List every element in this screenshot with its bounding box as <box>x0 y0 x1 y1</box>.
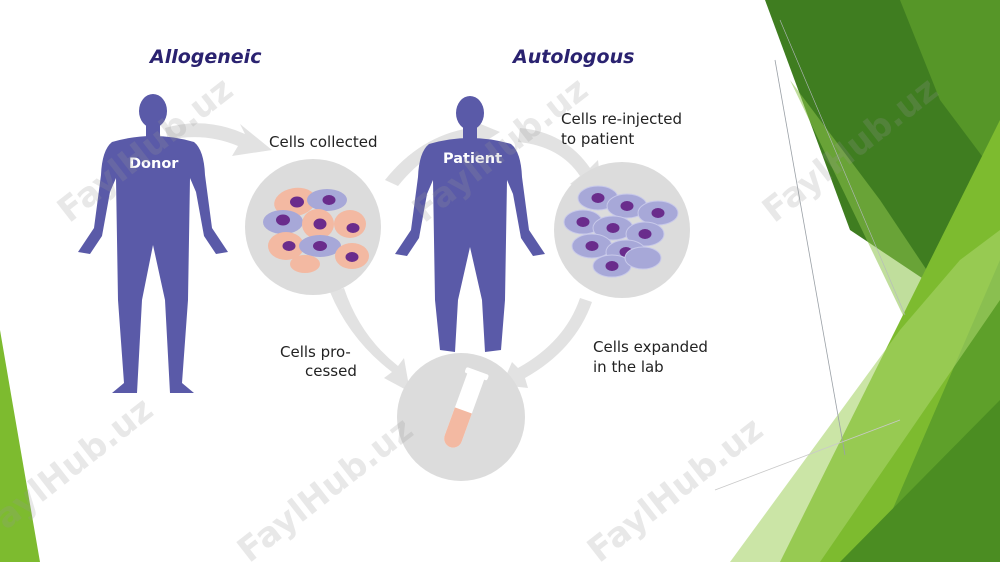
cells-collected-label: Cells collected <box>269 133 378 151</box>
cells-processed-label-line2: cessed <box>305 362 357 380</box>
green-decoration-left <box>0 330 40 562</box>
cells-processed-label-line1: Cells pro- <box>280 343 351 361</box>
collected-cells <box>263 187 369 273</box>
donor-figure-icon <box>78 94 228 393</box>
cells-expanded-label-line2: in the lab <box>593 358 664 376</box>
decor-line <box>714 419 901 491</box>
green-decoration-right <box>730 0 1000 562</box>
allogeneic-heading: Allogeneic <box>150 46 262 68</box>
test-tube-icon <box>444 367 489 448</box>
patient-figure-icon <box>395 96 545 352</box>
donor-label: Donor <box>129 156 179 172</box>
autologous-heading: Autologous <box>513 46 635 68</box>
patient-label: Patient <box>443 151 503 167</box>
arrow-donor-to-collected <box>165 123 272 156</box>
expanded-cells <box>563 185 679 278</box>
cells-expanded-label-line1: Cells expanded <box>593 338 708 356</box>
cells-reinjected-label-line2: to patient <box>561 130 635 148</box>
arrow-collected-to-processed <box>330 288 410 392</box>
cells-reinjected-label-line1: Cells re-injected <box>561 110 683 128</box>
arrow-expanded <box>502 298 592 388</box>
